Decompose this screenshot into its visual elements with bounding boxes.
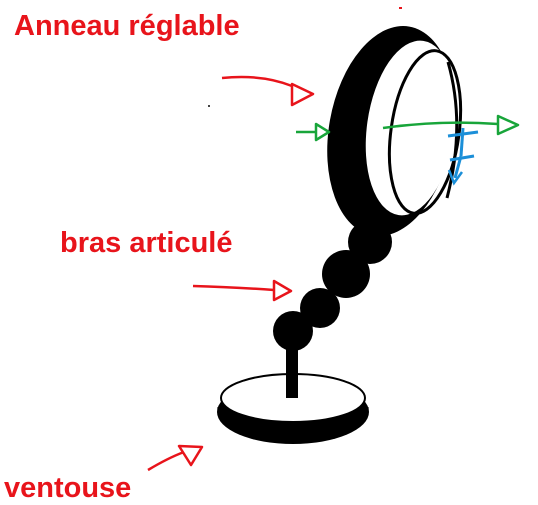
ring-pointer-arrow-icon: [221, 75, 315, 107]
stem-drawing: [286, 336, 298, 398]
speck-mark: [208, 105, 210, 107]
suction-cup-label: ventouse: [4, 472, 132, 504]
articulated-arm-drawing: [273, 220, 392, 351]
speck-mark: [399, 7, 402, 9]
adjustable-ring-label: Anneau réglable: [14, 10, 240, 42]
ring-tilt-arrow-icon: [447, 127, 479, 186]
suction-pointer-arrow-icon: [147, 444, 204, 472]
ring-rotation-axis-arrow-icon: [296, 114, 520, 142]
arm-pointer-arrow-icon: [192, 279, 293, 302]
adjustable-ring-drawing: [327, 26, 463, 236]
articulated-arm-label: bras articulé: [60, 227, 233, 259]
